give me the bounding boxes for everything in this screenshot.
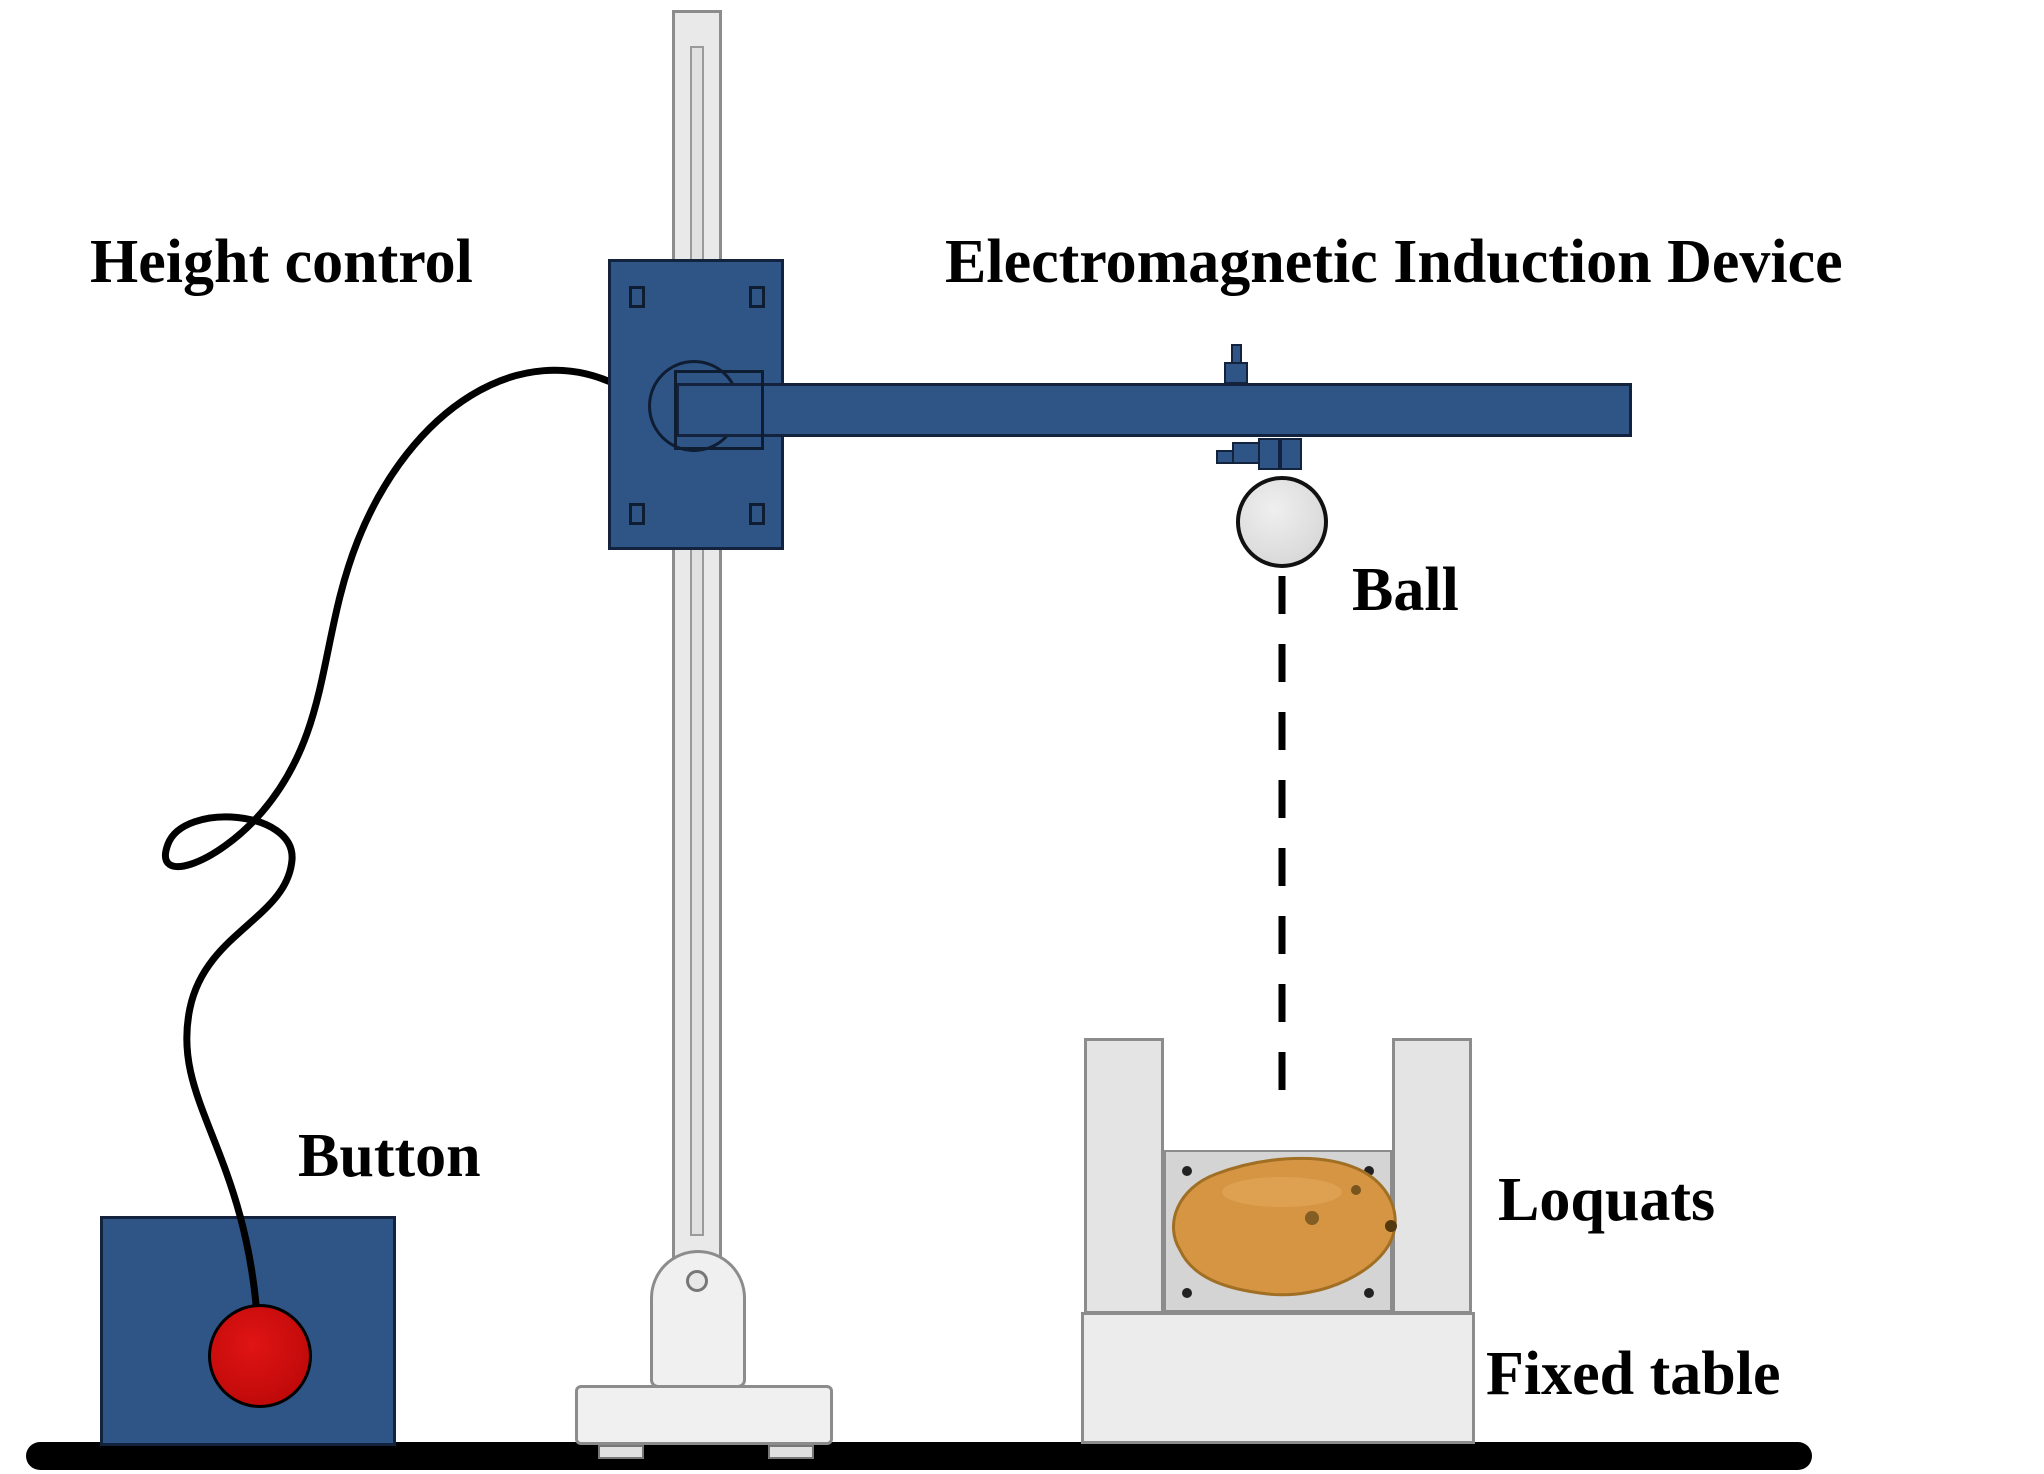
- holder-left-post: [1084, 1038, 1164, 1314]
- stand-pivot-bolt: [686, 1270, 708, 1292]
- plate-bolt-dot: [1364, 1166, 1374, 1176]
- loquat-highlight: [1222, 1177, 1342, 1207]
- ground-line: [26, 1442, 1812, 1470]
- label-button: Button: [298, 1122, 481, 1190]
- loquat-spot: [1305, 1211, 1319, 1225]
- block-bolt-hole: [749, 503, 765, 525]
- horizontal-arm: [676, 383, 1632, 437]
- label-height-control: Height control: [90, 228, 473, 296]
- loquat-calyx: [1385, 1220, 1397, 1232]
- plate-bolt-dot: [1182, 1166, 1192, 1176]
- fixed-table: [1081, 1312, 1475, 1444]
- red-button: [208, 1304, 312, 1408]
- arm-clamp: [674, 370, 764, 450]
- label-electromagnetic-induction-device: Electromagnetic Induction Device: [945, 228, 1843, 296]
- block-bolt-hole: [749, 286, 765, 308]
- stand-pole-slot: [690, 46, 704, 1236]
- steel-ball: [1236, 476, 1328, 568]
- label-ball: Ball: [1352, 556, 1459, 624]
- arm-sensor: [1224, 362, 1248, 384]
- electromagnet-connector: [1280, 438, 1302, 470]
- block-bolt-hole: [629, 503, 645, 525]
- block-bolt-hole: [629, 286, 645, 308]
- stand-base-foot-left: [598, 1445, 644, 1459]
- stand-base: [575, 1385, 833, 1445]
- label-fixed-table: Fixed table: [1486, 1340, 1781, 1408]
- electromagnet-connector: [1258, 438, 1280, 470]
- arm-sensor-nub: [1231, 344, 1242, 364]
- plate-bolt-dot: [1364, 1288, 1374, 1298]
- plate-bolt-dot: [1182, 1288, 1192, 1298]
- stand-base-foot-right: [768, 1445, 814, 1459]
- loquat-fruit: [1171, 1156, 1397, 1297]
- loquat-spot: [1351, 1185, 1361, 1195]
- label-loquats: Loquats: [1498, 1166, 1716, 1234]
